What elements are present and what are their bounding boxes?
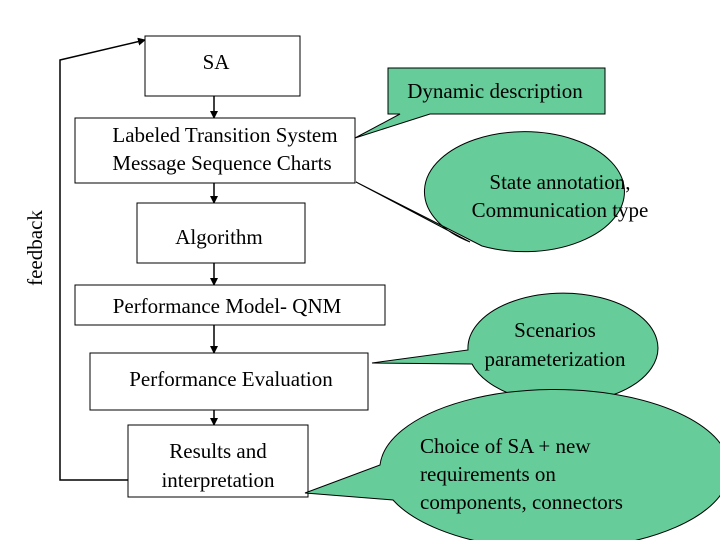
performance-model-label: Performance Model- QNM bbox=[113, 294, 342, 318]
state-annotation-line2: Communication type bbox=[472, 198, 649, 222]
scenarios-line1: Scenarios bbox=[514, 318, 596, 342]
lts-label: Labeled Transition System bbox=[112, 123, 337, 147]
dynamic-description-callout bbox=[354, 67, 606, 139]
feedback-label: feedback bbox=[23, 210, 47, 286]
sa-label: SA bbox=[203, 50, 231, 74]
results-label-line2: interpretation bbox=[161, 468, 275, 492]
algorithm-label: Algorithm bbox=[175, 225, 263, 249]
feedback-loop-line bbox=[59, 37, 146, 481]
lts-msc-box bbox=[74, 117, 356, 184]
performance-evaluation-label: Performance Evaluation bbox=[129, 367, 333, 391]
choice-of-sa-line2: requirements on bbox=[420, 462, 556, 486]
results-box bbox=[127, 424, 309, 498]
dynamic-description-label: Dynamic description bbox=[407, 79, 583, 103]
performance-evaluation-box bbox=[89, 352, 369, 411]
choice-of-sa-line1: Choice of SA + new bbox=[420, 434, 591, 458]
algorithm-box bbox=[136, 202, 306, 264]
results-label-line1: Results and bbox=[169, 439, 267, 463]
state-annotation-line1: State annotation, bbox=[489, 170, 630, 194]
sa-box bbox=[144, 35, 301, 97]
performance-model-box bbox=[74, 284, 386, 326]
choice-of-sa-line3: components, connectors bbox=[420, 490, 623, 514]
choice-of-sa-bubble bbox=[304, 388, 720, 540]
scenarios-line2: parameterization bbox=[484, 347, 626, 371]
state-annotation-bubble bbox=[355, 131, 625, 253]
msc-label: Message Sequence Charts bbox=[112, 151, 331, 175]
